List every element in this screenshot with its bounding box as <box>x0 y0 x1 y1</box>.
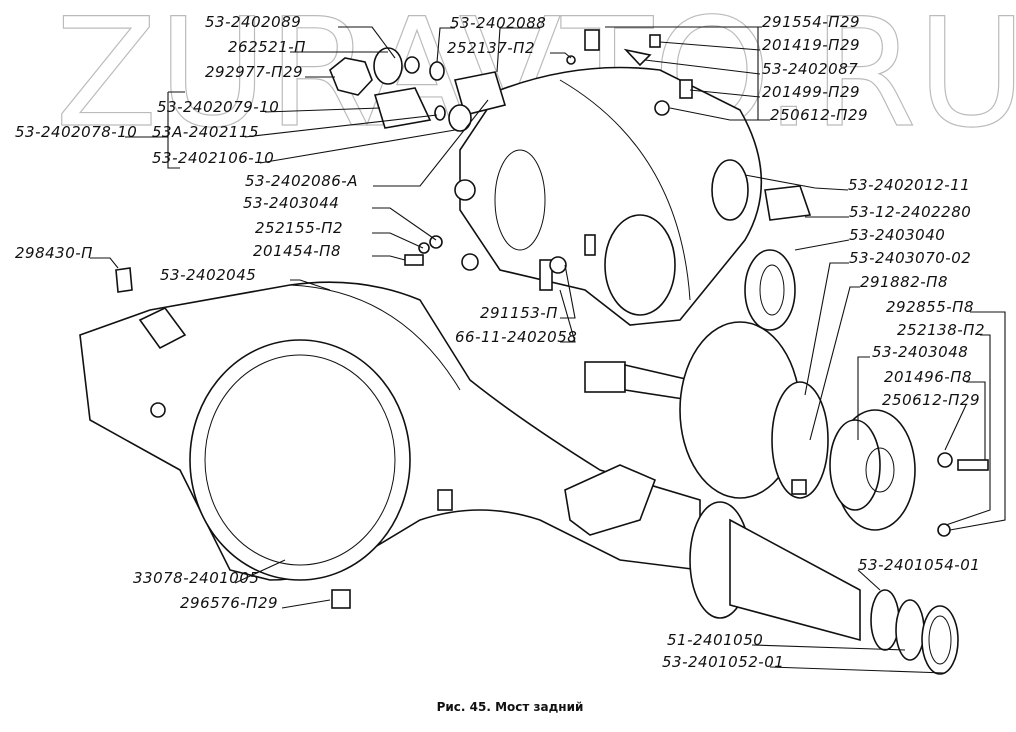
label-201419-p29: 201419-П29 <box>762 36 860 54</box>
label-53-2402106-10: 53-2402106-10 <box>152 149 274 167</box>
label-252155-p2: 252155-П2 <box>255 219 343 237</box>
differential-carrier <box>454 66 763 326</box>
label-291153-p: 291153-П <box>480 304 558 322</box>
label-292977-p29: 292977-П29 <box>205 63 303 81</box>
small-parts <box>115 29 812 609</box>
label-298430-p: 298430-П <box>15 244 93 262</box>
label-53-2403048: 53-2403048 <box>872 343 968 361</box>
label-53-2403070-02: 53-2403070-02 <box>849 249 971 267</box>
label-292855-p8: 292855-П8 <box>886 298 974 316</box>
label-262521-p: 262521-П <box>228 38 306 56</box>
label-250612-p29-bottom: 250612-П29 <box>882 391 980 409</box>
label-201496-p8: 201496-П8 <box>884 368 972 386</box>
label-252137-p2: 252137-П2 <box>447 39 535 57</box>
label-66-11-2402058: 66-11-2402058 <box>455 328 577 346</box>
label-53-2402078-10: 53-2402078-10 <box>15 123 137 141</box>
label-53-2402086-a: 53-2402086-А <box>245 172 358 190</box>
label-53-2403040: 53-2403040 <box>849 226 945 244</box>
label-201454-p8: 201454-П8 <box>253 242 341 260</box>
part-labels: 53-2402089 262521-П 292977-П29 53-240207… <box>15 13 985 671</box>
label-51-2401050: 51-2401050 <box>667 631 763 649</box>
label-53-2403044: 53-2403044 <box>243 194 339 212</box>
label-53-2402012-11: 53-2402012-11 <box>848 176 970 194</box>
label-291882-p8: 291882-П8 <box>860 273 948 291</box>
leader-lines <box>90 26 1006 674</box>
label-33078-2401005: 33078-2401005 <box>133 569 259 587</box>
label-296576-p29: 296576-П29 <box>180 594 278 612</box>
label-291554-p29: 291554-П29 <box>762 13 860 31</box>
label-53a-2402115: 53А-2402115 <box>152 123 259 141</box>
label-201499-p29: 201499-П29 <box>762 83 860 101</box>
axle-housing <box>79 281 701 581</box>
label-53-2402079-10: 53-2402079-10 <box>157 98 279 116</box>
figure-caption: Рис. 45. Мост задний <box>437 700 584 714</box>
axle-spindle <box>689 501 959 675</box>
label-250612-p29-top: 250612-П29 <box>770 106 868 124</box>
hub-flange <box>829 409 989 537</box>
label-252138-p2: 252138-П2 <box>897 321 985 339</box>
label-53-2401054-01: 53-2401054-01 <box>858 556 980 574</box>
label-53-2402087: 53-2402087 <box>762 60 858 78</box>
label-53-2402088: 53-2402088 <box>450 14 546 32</box>
label-53-12-2402280: 53-12-2402280 <box>849 203 971 221</box>
label-53-2402089: 53-2402089 <box>205 13 301 31</box>
label-53-2402045: 53-2402045 <box>160 266 256 284</box>
half-shaft <box>584 321 829 499</box>
label-53-2401052-01: 53-2401052-01 <box>662 653 784 671</box>
